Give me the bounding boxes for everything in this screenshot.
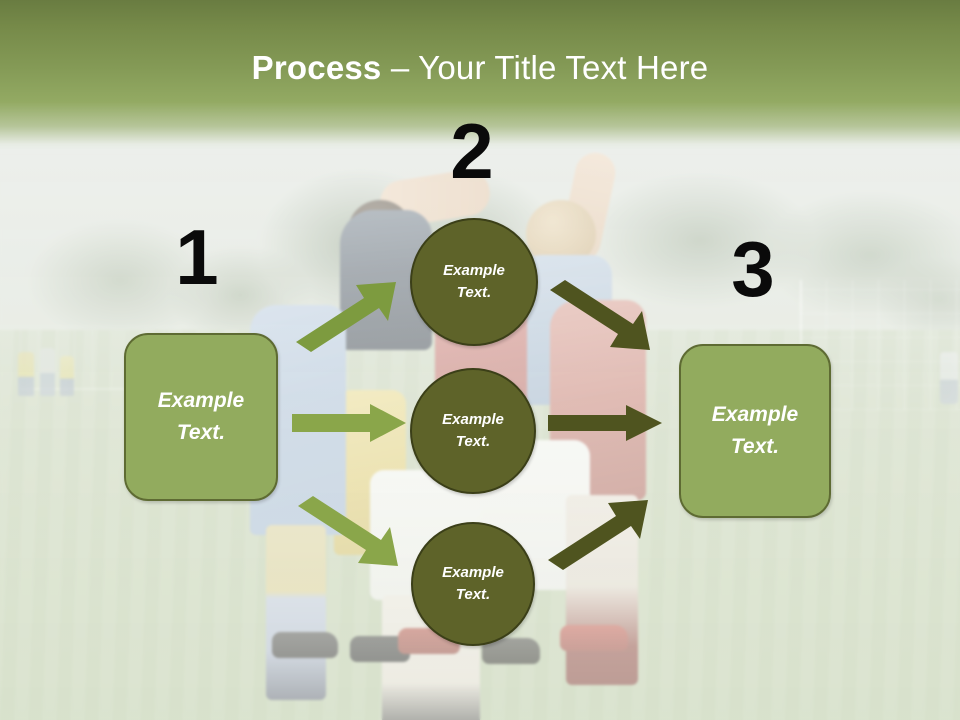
title-bold-part: Process: [251, 49, 382, 86]
circle-top-line2: Text.: [456, 284, 492, 301]
process-circle-bottom[interactable]: Example Text.: [411, 522, 535, 646]
circle-middle-line2: Text.: [455, 433, 491, 450]
title-banner: [0, 0, 960, 150]
process-box-left-text: Example Text.: [158, 385, 244, 449]
step-number-1: 1: [175, 213, 219, 301]
title-light-part: – Your Title Text Here: [381, 49, 709, 86]
arrow-left-to-bottom-circle: [294, 496, 414, 576]
box-right-line1: Example: [711, 403, 799, 426]
process-circle-bottom-text: Example Text.: [442, 562, 504, 606]
process-circle-top[interactable]: Example Text.: [410, 218, 538, 346]
circle-bottom-line2: Text.: [455, 586, 491, 603]
arrow-middle-circle-to-right: [548, 404, 664, 446]
step-number-2: 2: [450, 107, 494, 195]
step-number-3: 3: [731, 225, 775, 313]
arrow-left-to-middle-circle: [292, 404, 408, 446]
process-box-right[interactable]: Example Text.: [679, 344, 831, 518]
page-title: Process – Your Title Text Here: [0, 48, 960, 88]
circle-top-line1: Example: [443, 262, 505, 279]
process-circle-top-text: Example Text.: [443, 260, 505, 304]
circle-bottom-line1: Example: [442, 564, 504, 581]
arrow-top-circle-to-right: [548, 280, 668, 360]
arrow-bottom-circle-to-right: [546, 494, 668, 572]
box-left-line2: Text.: [176, 421, 226, 444]
box-right-line2: Text.: [730, 435, 780, 458]
process-box-right-text: Example Text.: [712, 399, 798, 463]
arrow-left-to-top-circle: [292, 276, 412, 354]
box-left-line1: Example: [157, 389, 245, 412]
process-circle-middle[interactable]: Example Text.: [410, 368, 536, 494]
process-circle-middle-text: Example Text.: [442, 409, 504, 453]
process-box-left[interactable]: Example Text.: [124, 333, 278, 501]
circle-middle-line1: Example: [442, 411, 504, 428]
